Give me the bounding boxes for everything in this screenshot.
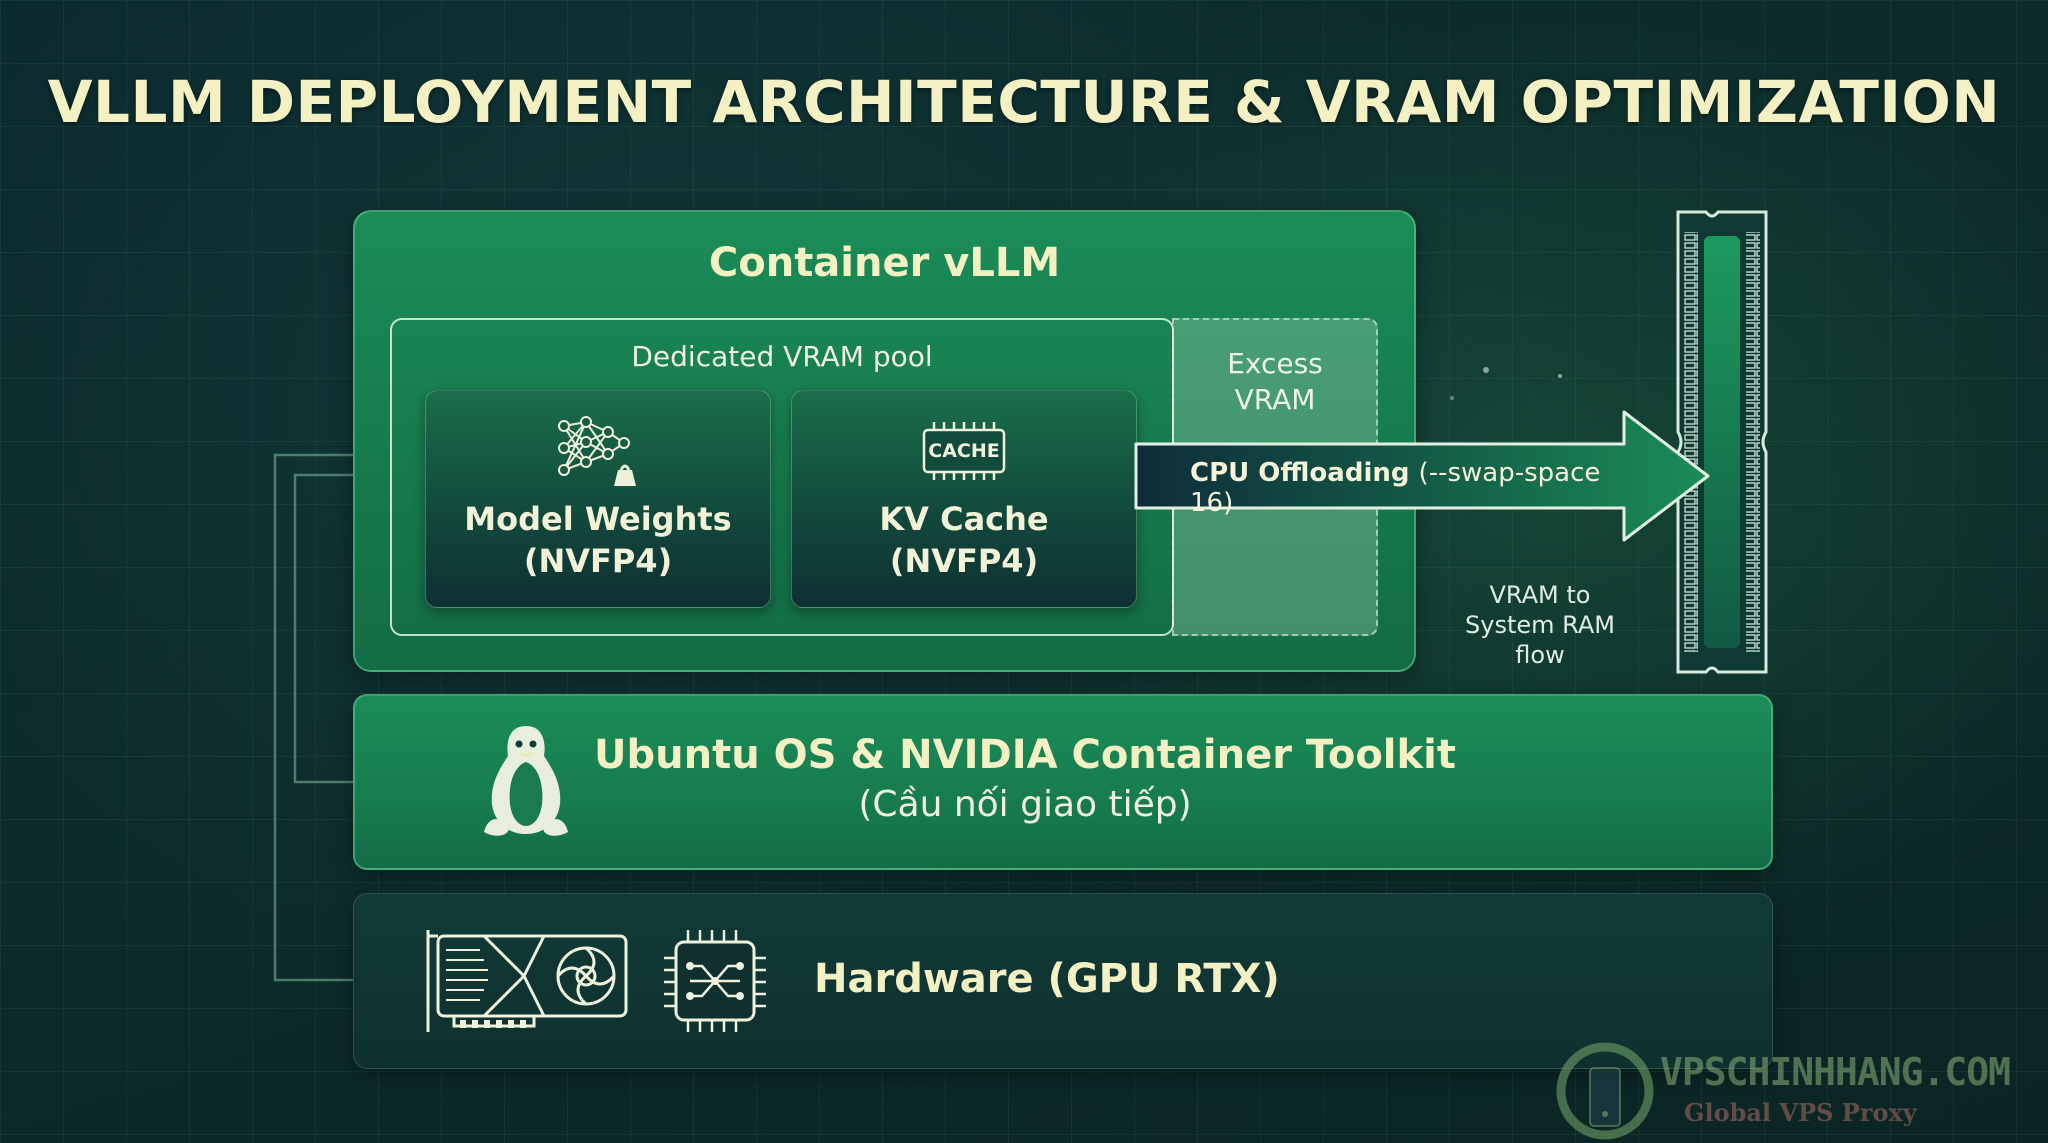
processor-chip-icon xyxy=(664,930,766,1032)
flow-line2: System RAM xyxy=(1465,611,1615,639)
cache-chip-icon xyxy=(922,422,1006,480)
kv-cache-line2: (NVFP4) xyxy=(889,542,1039,580)
excess-vram-label: Excess VRAM xyxy=(1172,346,1378,418)
flow-line1: VRAM to xyxy=(1489,581,1591,609)
ubuntu-os-layer xyxy=(353,694,1773,870)
watermark-logo-icon xyxy=(1556,1042,1654,1140)
flow-line3: flow xyxy=(1515,641,1565,669)
container-vllm-title: Container vLLM xyxy=(708,240,1061,286)
linux-penguin-icon xyxy=(484,726,568,836)
dedicated-vram-pool-label: Dedicated VRAM pool xyxy=(631,340,933,373)
model-weights-line2: (NVFP4) xyxy=(523,542,673,580)
kv-cache-line1: KV Cache xyxy=(879,500,1049,538)
system-ram-module-icon xyxy=(1676,210,1768,674)
cpu-offload-arrow xyxy=(1134,410,1710,542)
page-title: VLLM DEPLOYMENT ARCHITECTURE & VRAM OPTI… xyxy=(47,68,2001,136)
gpu-card-icon xyxy=(426,930,628,1032)
model-weights-label: Model Weights (NVFP4) xyxy=(425,498,771,582)
kv-cache-label: KV Cache (NVFP4) xyxy=(791,498,1137,582)
sparkle-particles xyxy=(1450,367,1562,400)
excess-label-line1: Excess xyxy=(1227,347,1323,380)
swap-space-param: (--swap-space 16) xyxy=(1190,458,1601,518)
vram-to-ram-flow-label: VRAM to System RAM flow xyxy=(1440,580,1640,670)
model-weights-line1: Model Weights xyxy=(464,500,732,538)
cpu-offloading-label: CPU Offloading (--swap-space 16) xyxy=(1190,458,1650,518)
watermark-brand: VPSCHINHHANG.COM xyxy=(1660,1050,2011,1094)
watermark-tagline: Global VPS Proxy xyxy=(1684,1098,1917,1127)
model-weights-card xyxy=(425,390,771,608)
cpu-offloading-text: CPU Offloading xyxy=(1190,458,1410,488)
ubuntu-os-subtitle: (Cầu nối giao tiếp) xyxy=(858,784,1192,825)
hardware-title: Hardware (GPU RTX) xyxy=(814,956,1280,1002)
ubuntu-os-title: Ubuntu OS & NVIDIA Container Toolkit xyxy=(594,732,1456,778)
neural-network-icon xyxy=(558,416,636,486)
cache-chip-text: CACHE xyxy=(928,440,1000,462)
excess-label-line2: VRAM xyxy=(1234,383,1316,416)
